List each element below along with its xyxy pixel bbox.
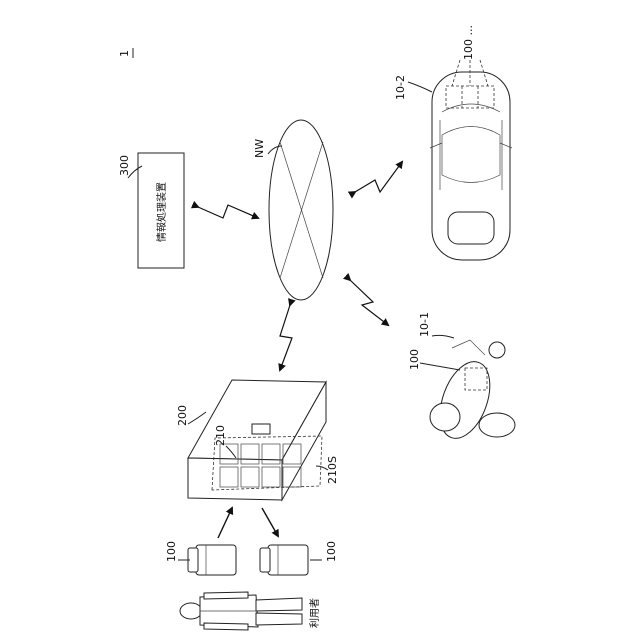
wireless-link-info (198, 205, 258, 218)
system-ref-label: 1 (118, 50, 131, 57)
motorcycle-mirror (489, 342, 505, 358)
battery-bottom-ref: 100 (325, 541, 338, 562)
user-figure: 利用者 (180, 592, 321, 630)
battery-top-ref: 100 (165, 541, 178, 562)
user-label: 利用者 (309, 598, 321, 628)
car-battery-ref: 100 ... (462, 25, 475, 60)
motorcycle: 10-1 100 (408, 312, 515, 445)
wireless-link-station (280, 305, 292, 370)
battery-station: 200 210 210S (176, 380, 339, 500)
network: NW (253, 120, 333, 300)
info-device-name: 情報処理装置 (155, 182, 168, 242)
motorcycle-battery-ref: 100 (408, 349, 421, 370)
battery-bottom: 100 (260, 541, 338, 575)
motorcycle-seat (430, 403, 460, 431)
user-head (180, 603, 202, 619)
slot-ref: 210 (214, 425, 227, 446)
car-ref: 10-2 (394, 75, 407, 100)
info-processing-device: 情報処理装置 300 (118, 153, 184, 268)
wireless-link-motorcycle (350, 280, 388, 325)
motorcycle-ref: 10-1 (418, 312, 431, 337)
battery-top: 100 (165, 541, 236, 575)
motorcycle-front-wheel (479, 413, 515, 437)
system-ref: 1 (118, 48, 133, 58)
wireless-link-car (355, 162, 402, 192)
arrow-to-station (218, 508, 232, 538)
arrow-from-station (262, 508, 278, 536)
network-label: NW (253, 139, 266, 158)
station-ref: 200 (176, 405, 189, 426)
station-display (252, 424, 270, 434)
info-device-ref: 300 (118, 155, 131, 176)
car-rear-window (448, 212, 494, 244)
network-ellipse (269, 120, 333, 300)
car: 100 ... 10-2 (394, 25, 512, 260)
